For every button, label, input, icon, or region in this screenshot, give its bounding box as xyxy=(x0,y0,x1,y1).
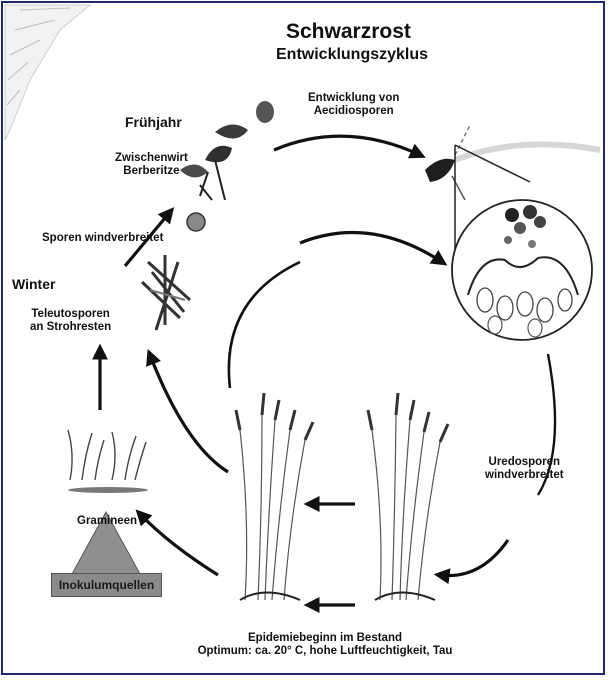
label-teleuto-line1: Teleutosporen xyxy=(30,308,111,321)
wheat-plant-left-illustration xyxy=(236,393,313,600)
label-teleuto: Teleutosporen an Strohresten xyxy=(30,308,111,334)
aecidio-lesion-illustration xyxy=(425,125,600,200)
label-epidemic-line1: Epidemiebeginn im Bestand xyxy=(190,632,460,645)
label-teleuto-line2: an Strohresten xyxy=(30,321,111,334)
straw-residue-illustration xyxy=(142,255,190,330)
arrow-wheat-to-grasses xyxy=(140,514,218,575)
label-spring: Frühjahr xyxy=(125,114,182,130)
diagram-subtitle: Entwicklungszyklus xyxy=(276,46,428,64)
inoculum-sources-box: Inokulumquellen xyxy=(51,573,162,597)
label-uredo-line2: windverbreitet xyxy=(485,469,564,482)
diagram-title: Schwarzrost xyxy=(286,20,411,44)
label-winter: Winter xyxy=(12,276,55,292)
label-spores-wind: Sporen windverbreitet xyxy=(42,232,163,245)
label-uredo-line1: Uredosporen xyxy=(485,456,564,469)
grass-illustration xyxy=(68,430,148,493)
label-epidemic-line2: Optimum: ca. 20° C, hohe Luftfeuchtigkei… xyxy=(190,645,460,658)
label-uredo: Uredosporen windverbreitet xyxy=(485,456,564,482)
label-aecidio-line1: Entwicklung von xyxy=(308,92,399,105)
label-aecidio: Entwicklung von Aecidiosporen xyxy=(308,92,399,118)
label-grasses: Gramineen xyxy=(77,515,137,528)
arrow-wheat-to-straw xyxy=(150,355,228,472)
barberry-illustration xyxy=(180,101,274,231)
label-aecidio-line2: Aecidiosporen xyxy=(308,105,399,118)
label-epidemic: Epidemiebeginn im Bestand Optimum: ca. 2… xyxy=(190,632,460,658)
label-intermediate-host-line1: Zwischenwirt xyxy=(115,152,188,165)
label-intermediate-host-line2: Berberitze xyxy=(115,165,188,178)
arrow-barberry-to-aecidio xyxy=(274,136,420,155)
wheat-plant-right-illustration xyxy=(368,393,448,600)
microscope-view-illustration xyxy=(452,200,592,340)
label-intermediate-host: Zwischenwirt Berberitze xyxy=(115,152,188,178)
arrow-inner-loop xyxy=(229,262,300,388)
arrow-aecidio-to-wheat xyxy=(300,233,442,262)
inoculum-sources-label: Inokulumquellen xyxy=(52,574,161,596)
torn-corner-decoration xyxy=(5,5,90,140)
arrow-uredo-to-wheat xyxy=(440,540,508,576)
